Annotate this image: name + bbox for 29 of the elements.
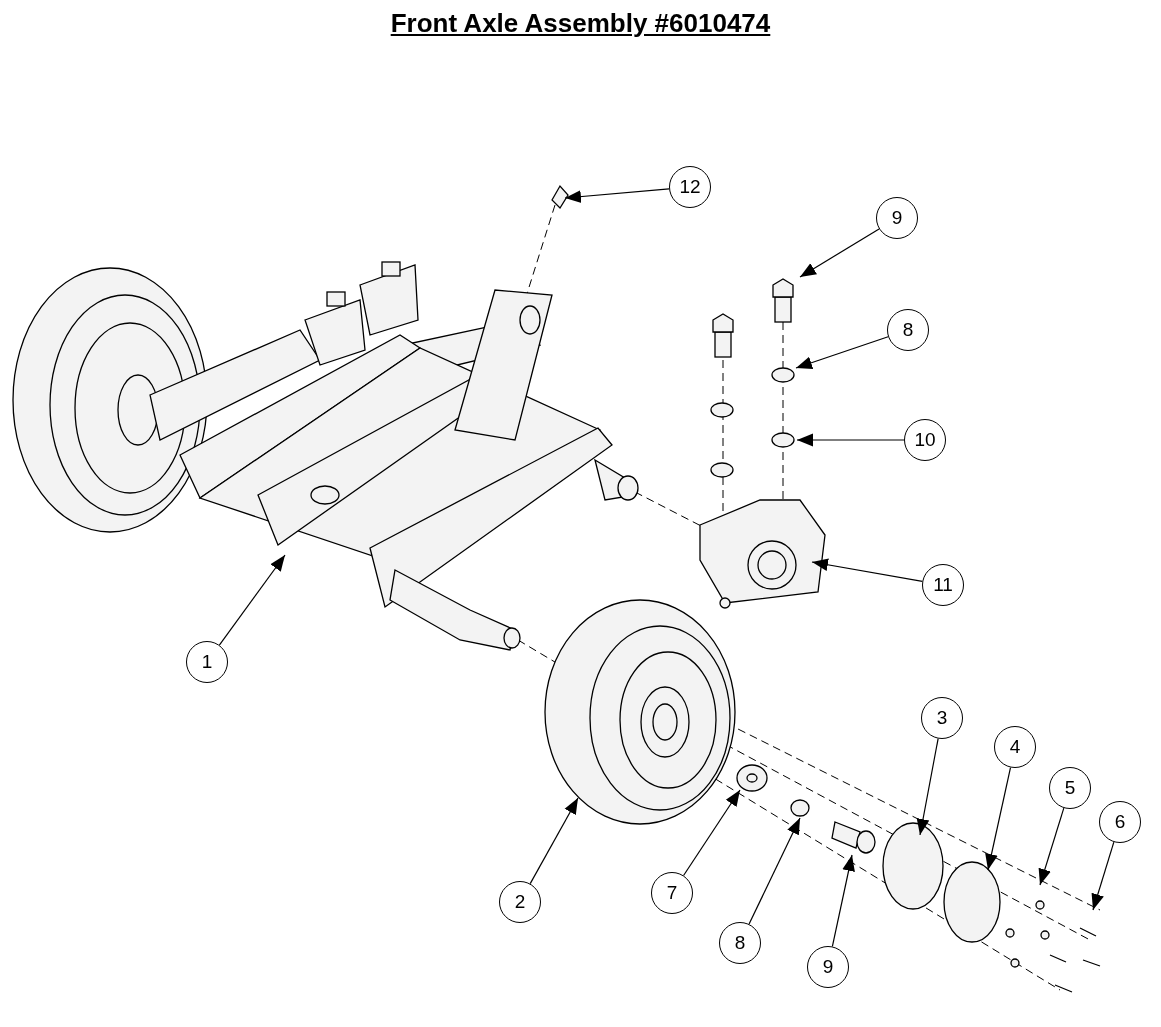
callout-number: 5 (1049, 767, 1091, 809)
leader-line (795, 336, 889, 369)
callout-number: 11 (922, 564, 964, 606)
callout-number: 4 (994, 726, 1036, 768)
callout-number: 12 (669, 166, 711, 208)
leader-line (1038, 807, 1065, 886)
leader-line (218, 554, 286, 646)
callout-number: 2 (499, 881, 541, 923)
leader-line (748, 817, 801, 925)
title: Front Axle Assembly #6010474 (390, 8, 771, 38)
leader-line (529, 797, 579, 885)
callout-number: 3 (921, 697, 963, 739)
leader-line (831, 854, 855, 948)
leader-line (682, 789, 741, 877)
leader-line (916, 738, 939, 836)
callout-number: 9 (876, 197, 918, 239)
callout-number: 7 (651, 872, 693, 914)
callout-number: 8 (887, 309, 929, 351)
leader-line (811, 558, 923, 582)
leader-line (799, 228, 880, 278)
leader-line (985, 766, 1012, 871)
callout-number: 10 (904, 419, 946, 461)
callout-number: 9 (807, 946, 849, 988)
callout-number: 1 (186, 641, 228, 683)
leader-line (564, 188, 670, 203)
leader-line (1091, 841, 1115, 911)
callout-number: 8 (719, 922, 761, 964)
callout-number: 6 (1099, 801, 1141, 843)
leader-line (796, 433, 905, 447)
